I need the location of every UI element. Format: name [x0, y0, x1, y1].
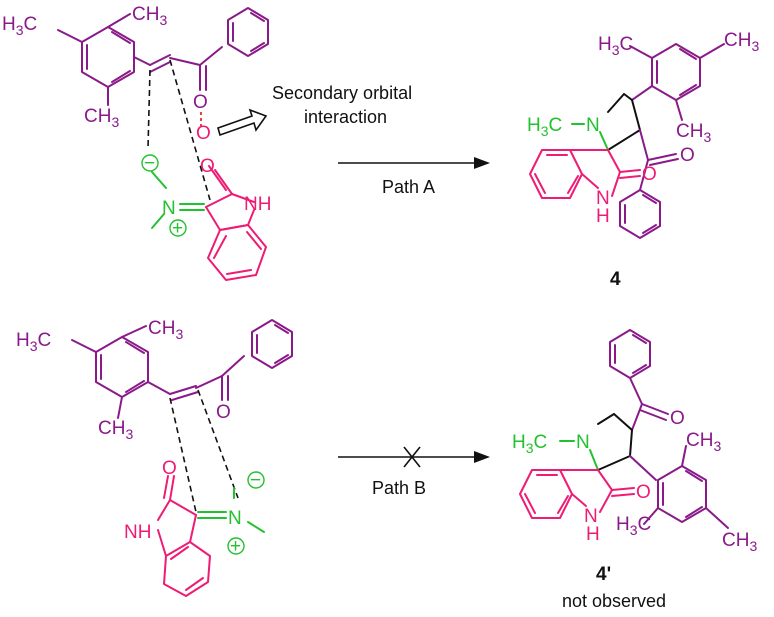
oxindole-h-4-prime: H: [586, 524, 600, 545]
mesityl-ring-4: [629, 43, 725, 121]
enone-chain-a: [149, 46, 223, 91]
methyl-h3c-4: H3C: [598, 34, 633, 58]
ketone-oxygen-4-prime: O: [670, 408, 685, 429]
methyl-ch3-top-b: CH3: [148, 318, 183, 342]
product-4: H3C CH3 CH3 H3C N O: [527, 30, 759, 239]
oxindole-a: [205, 165, 267, 281]
methyl-label-h3c-a: H3C: [2, 14, 37, 38]
oxindole-4-prime: [519, 469, 635, 519]
ylide-nitrogen-b: N: [228, 508, 242, 529]
mesityl-ring-4-prime: [629, 445, 729, 529]
pyrrolidine-4-prime: [597, 413, 633, 471]
plus-charge-circle-b: [227, 537, 245, 555]
ketone-oxygen-4: O: [680, 145, 695, 166]
carbonyl-oxygen-b: O: [216, 402, 231, 423]
mesityl-ring-a: [57, 13, 151, 106]
path-b-cross-2: [403, 446, 421, 468]
secondary-orbital-label-line2: interaction: [304, 107, 387, 127]
minus-charge-b: −: [250, 470, 261, 491]
product-4-number: 4: [610, 269, 621, 290]
path-b-arrow: [338, 446, 490, 468]
minus-charge-a: −: [144, 153, 155, 174]
path-b-label: Path B: [372, 478, 426, 498]
methyl-label-ch3-top-a: CH3: [132, 4, 167, 28]
product-4-prime-number: 4': [596, 564, 611, 585]
methyl-h3c-left-4-prime: H3C: [616, 514, 651, 538]
h3c-n-label-4-prime: H3C: [512, 432, 547, 456]
methyl-ch3-right-4-prime: CH3: [722, 530, 757, 554]
methyl-ch3-top-4-prime: CH3: [686, 430, 721, 454]
benzoyl-4: [619, 129, 679, 239]
minus-charge-circle-a: [141, 154, 159, 172]
pyrrolidine-4: [607, 93, 641, 151]
oxindole-4: [529, 149, 641, 199]
plus-charge-a: +: [172, 218, 183, 239]
methyl-ch3-right-4: CH3: [724, 30, 759, 54]
forming-bond-dash-1-a: [147, 69, 151, 149]
oxindole-oxygen-4: O: [642, 164, 657, 185]
methyl-label-ch3-bottom-a: CH3: [84, 106, 119, 130]
oxindole-nh-a: NH: [244, 194, 271, 215]
enone-chain-b: [169, 355, 245, 401]
ylide-nitrogen-a: N: [162, 198, 176, 219]
azomethine-ylide-b: [197, 487, 265, 533]
reactants-path-b: H3C CH3 CH3 O − N +: [16, 318, 293, 597]
forming-bond-dash-2-a: [169, 59, 211, 201]
n-spiro-bond-4: [599, 131, 609, 151]
forming-bond-dash-2-b: [197, 389, 239, 499]
azomethine-ylide-a: [151, 171, 167, 229]
product-4-prime: O H3C N CH3 CH3 H3C: [512, 329, 757, 554]
pyrrolidine-nitrogen-4-prime: N: [576, 432, 590, 453]
plus-charge-circle-a: [169, 219, 187, 237]
mesityl-ring-b: [71, 325, 171, 419]
plus-charge-b: +: [230, 536, 241, 557]
path-a-label: Path A: [382, 177, 435, 197]
benzoyl-4-prime: [609, 329, 669, 431]
oxindole-n-4: N: [596, 188, 610, 209]
oxindole-oxygen-top-a: O: [200, 156, 215, 177]
methyl-ch3-bottom-b: CH3: [98, 418, 133, 442]
product-4-prime-note: not observed: [562, 591, 666, 611]
oxindole-oxygen-b: O: [162, 458, 177, 479]
oxindole-b: [157, 475, 211, 597]
reactants-path-a: H3C CH3 CH3 O − N: [2, 4, 271, 281]
secondary-orbital-label-line1: Secondary orbital: [272, 83, 412, 103]
oxindole-oxygen-4-prime: O: [636, 482, 651, 503]
forming-bond-dash-1-b: [169, 397, 197, 513]
phenyl-ring-b: [251, 319, 293, 369]
path-a-arrow: [338, 157, 490, 169]
pyrrolidine-nitrogen-4: N: [586, 115, 600, 136]
secondary-orbital-arrow: [217, 108, 268, 137]
oxindole-oxygen-a: O: [196, 123, 211, 144]
phenyl-ring-a: [227, 7, 269, 57]
oxindole-h-4: H: [596, 206, 610, 227]
oxindole-n-4-prime: N: [584, 506, 598, 527]
n-spiro-bond-4-prime: [589, 449, 599, 471]
oxindole-nh-b: NH: [124, 522, 151, 543]
carbonyl-oxygen-a: O: [193, 92, 208, 113]
h3c-n-label-4: H3C: [527, 115, 562, 139]
methyl-ch3-bottom-4: CH3: [676, 121, 711, 145]
minus-charge-circle-b: [247, 471, 265, 489]
methyl-h3c-b: H3C: [16, 330, 51, 354]
